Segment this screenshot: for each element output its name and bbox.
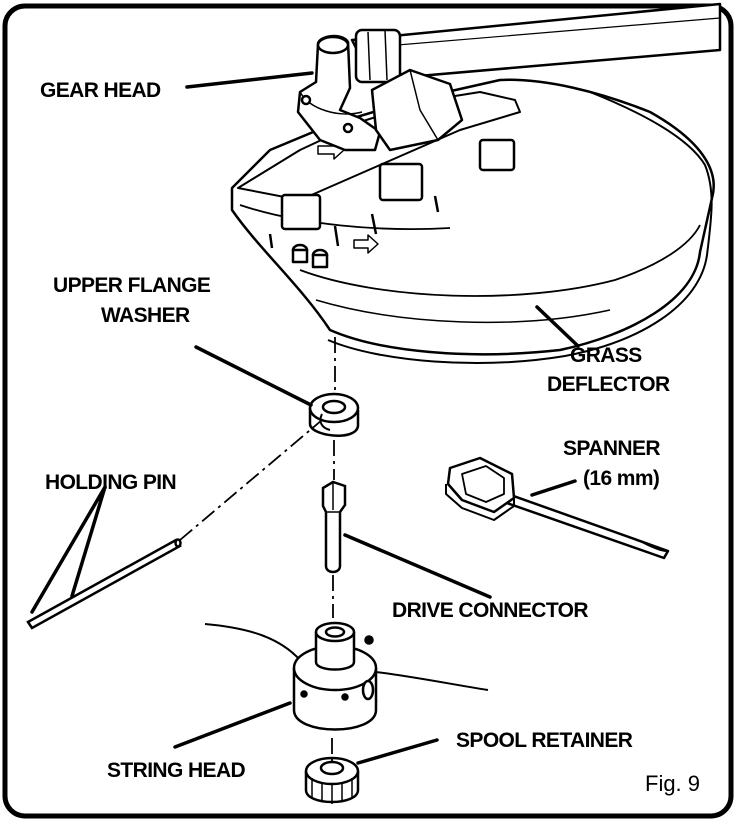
spool-retainer-drawing (304, 756, 360, 804)
label-grass-deflector-line2: DEFLECTOR (547, 373, 670, 396)
drive-connector-drawing (321, 480, 347, 574)
label-grass-deflector: GRASS (570, 344, 642, 367)
label-spanner: SPANNER (563, 437, 660, 460)
holding-pin-drawing (26, 538, 182, 630)
figure-number: Fig. 9 (645, 771, 700, 796)
label-drive-connector: DRIVE CONNECTOR (392, 599, 588, 622)
label-holding-pin: HOLDING PIN (45, 471, 176, 494)
label-upper-flange-washer-line2: WASHER (101, 304, 190, 327)
label-spool-retainer: SPOOL RETAINER (456, 729, 633, 752)
upper-flange-washer-drawing (308, 392, 360, 437)
assembly-axis-lines (179, 337, 336, 762)
label-upper-flange-washer: UPPER FLANGE (53, 274, 211, 297)
label-gear-head: GEAR HEAD (40, 79, 161, 102)
label-string-head: STRING HEAD (107, 759, 246, 782)
label-spanner-size: (16 mm) (583, 467, 659, 490)
leader-lines (30, 71, 580, 765)
string-head-drawing (204, 621, 489, 731)
gear-head-drawing (296, 2, 722, 152)
spanner-drawing (445, 456, 670, 560)
